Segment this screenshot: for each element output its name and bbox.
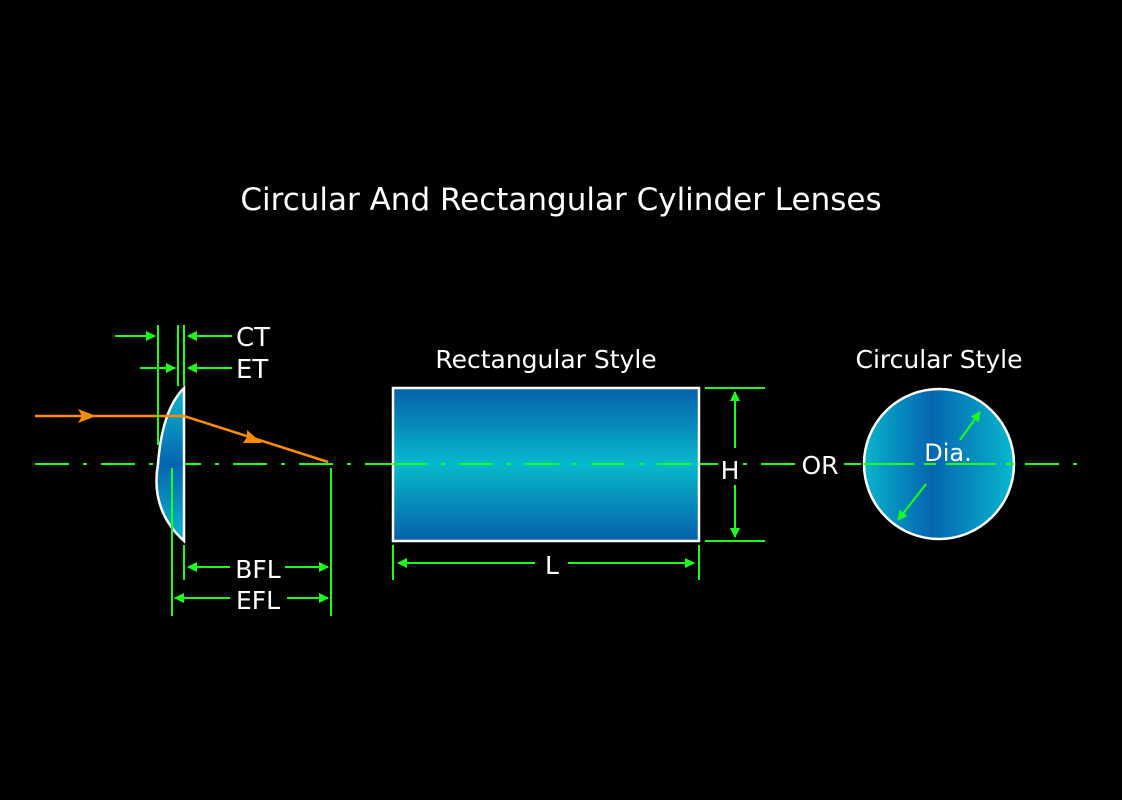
or-label: OR (801, 451, 838, 480)
dimension-line (959, 411, 981, 441)
dimension-line (897, 483, 927, 521)
label-backdrop (718, 452, 742, 482)
diameter-label: Dia. (924, 439, 971, 467)
bfl-label: BFL (235, 555, 281, 584)
label-backdrop (796, 450, 844, 480)
rectangular-style-label: Rectangular Style (435, 345, 656, 374)
height-label: H (721, 456, 740, 485)
ct-label: CT (236, 323, 270, 353)
diagram-title: Circular And Rectangular Cylinder Lenses (240, 182, 881, 218)
length-label: L (545, 551, 559, 580)
efl-label: EFL (236, 586, 280, 615)
ray-arrow-icon (243, 430, 262, 443)
plano-convex-lens (155, 384, 186, 544)
et-label: ET (236, 355, 268, 385)
circular-style-label: Circular Style (855, 345, 1022, 374)
ray-arrow-icon (78, 409, 96, 423)
